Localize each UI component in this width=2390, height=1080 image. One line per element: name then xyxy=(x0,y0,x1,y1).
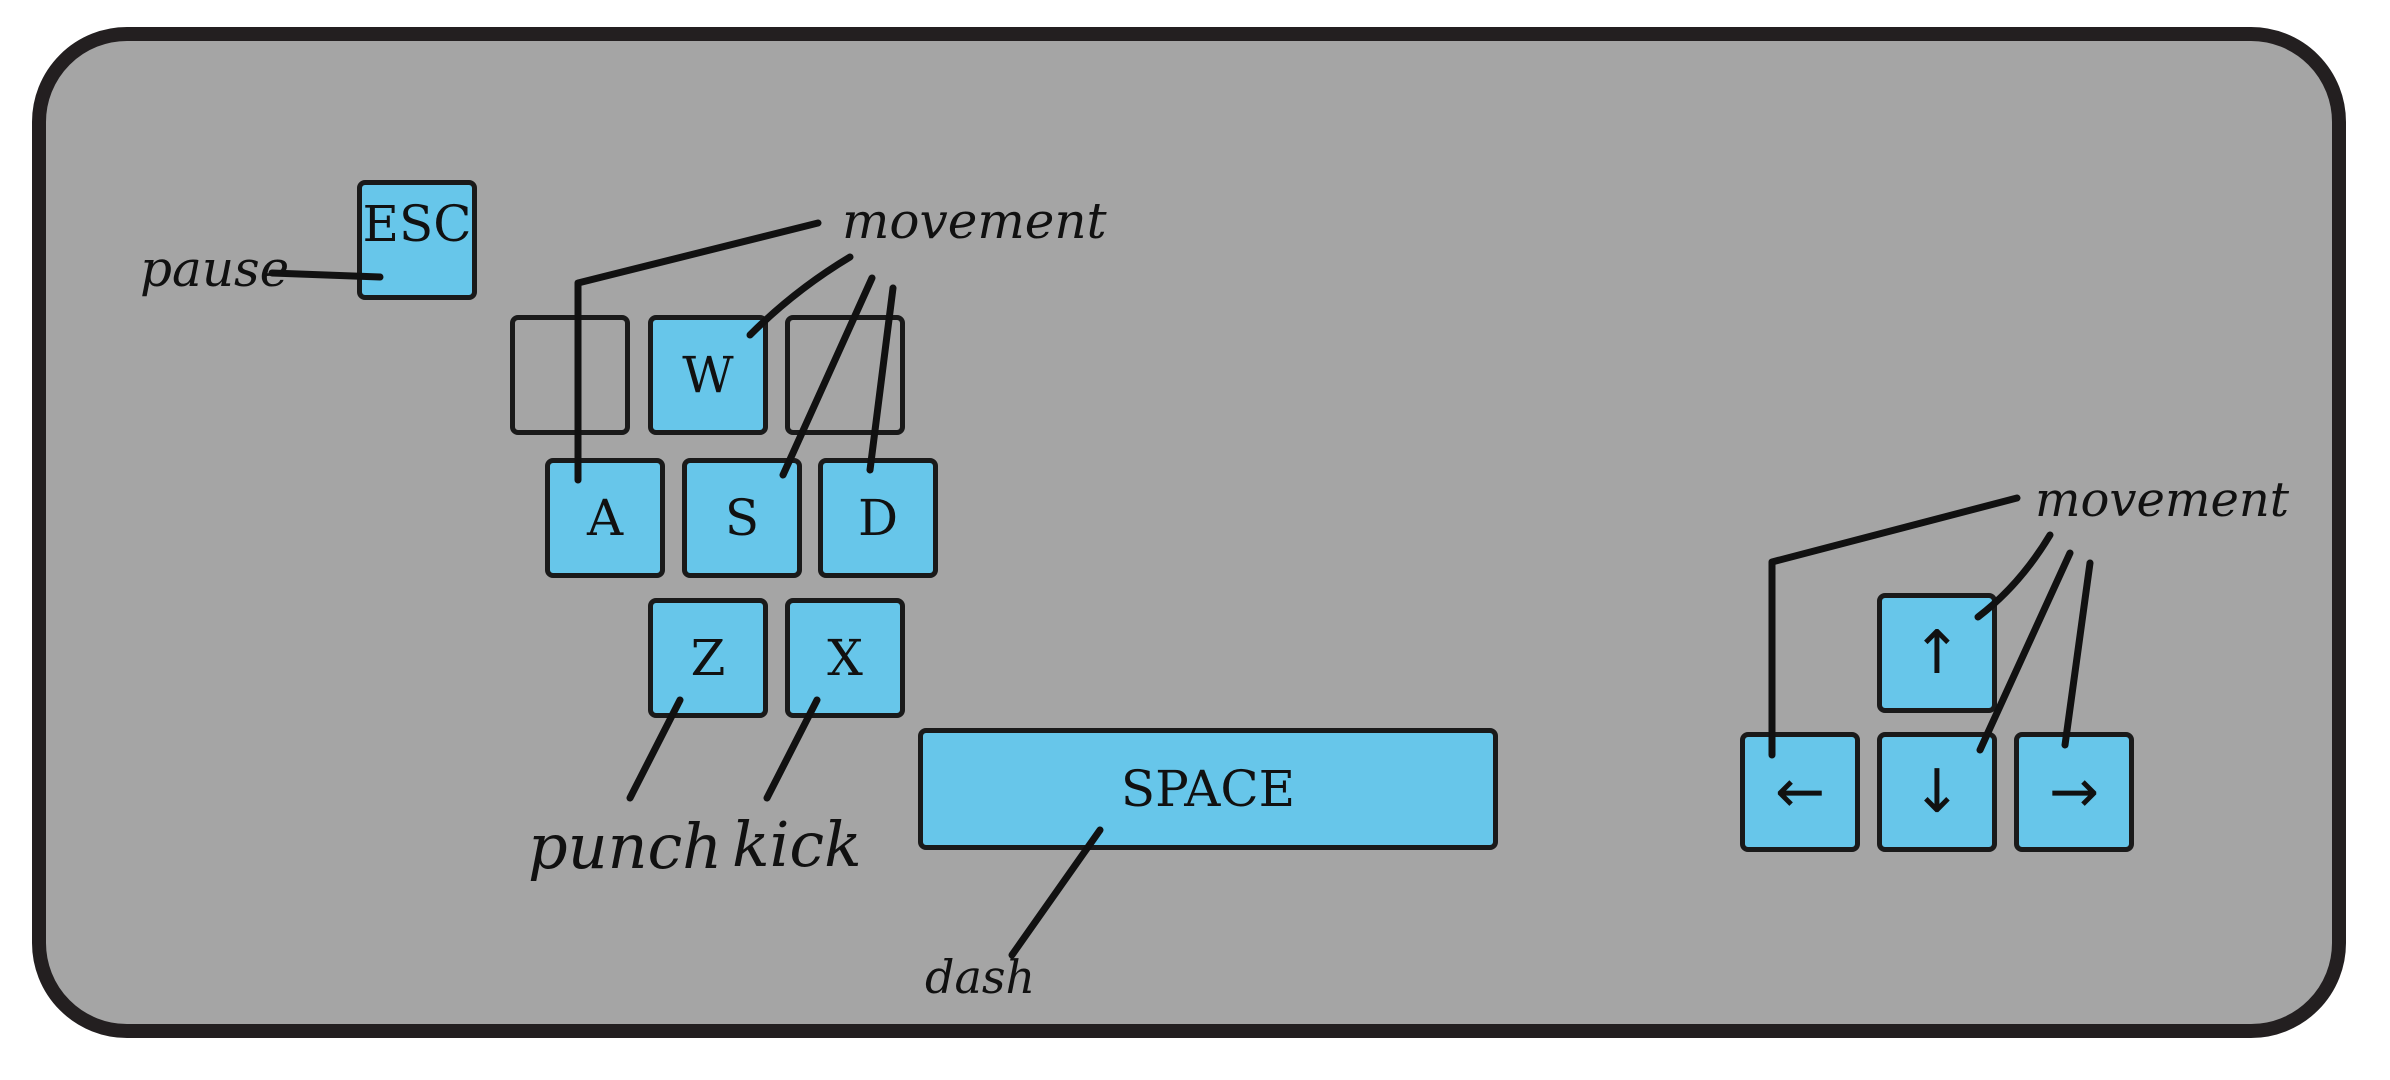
left-arrow-key: ← xyxy=(1740,732,1860,852)
right-arrow-icon: → xyxy=(2048,757,2100,827)
dash-label: dash xyxy=(925,950,1036,1004)
right-arrow-key: → xyxy=(2014,732,2134,852)
down-arrow-icon: ↓ xyxy=(1911,757,1963,827)
space-key-label: SPACE xyxy=(1120,760,1296,818)
a-key: A xyxy=(545,458,665,578)
s-key-label: S xyxy=(724,489,760,547)
pause-label: pause xyxy=(140,240,290,298)
d-key: D xyxy=(818,458,938,578)
space-key: SPACE xyxy=(918,728,1498,850)
keyboard-panel xyxy=(32,27,2346,1038)
up-arrow-icon: ↑ xyxy=(1911,618,1963,688)
z-key: Z xyxy=(648,598,768,718)
x-key-label: X xyxy=(827,629,863,687)
esc-key: ESC xyxy=(357,180,477,300)
s-key: S xyxy=(682,458,802,578)
w-key-label: W xyxy=(682,346,734,404)
z-key-label: Z xyxy=(690,629,726,687)
blank-key-right xyxy=(785,315,905,435)
x-key: X xyxy=(785,598,905,718)
blank-key-left xyxy=(510,315,630,435)
left-arrow-icon: ← xyxy=(1774,757,1826,827)
movement-arrows-label: movement xyxy=(2035,472,2290,528)
movement-wasd-label: movement xyxy=(842,192,1107,250)
d-key-label: D xyxy=(857,489,899,547)
up-arrow-key: ↑ xyxy=(1877,593,1997,713)
w-key: W xyxy=(648,315,768,435)
a-key-label: A xyxy=(586,489,624,547)
down-arrow-key: ↓ xyxy=(1877,732,1997,852)
esc-key-label: ESC xyxy=(362,195,472,253)
punch-label: punch xyxy=(528,810,723,883)
kick-label: kick xyxy=(732,808,862,881)
